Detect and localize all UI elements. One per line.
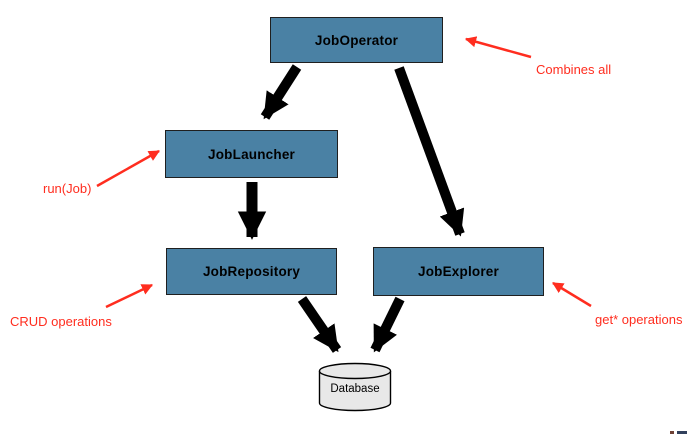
node-database: Database bbox=[318, 366, 392, 412]
node-jobexplorer: JobExplorer bbox=[373, 247, 544, 296]
arrow-combines-all-annotation bbox=[464, 36, 532, 59]
arrow-joboperator-to-jobexplorer bbox=[394, 66, 465, 237]
arrow-jobrepository-to-database bbox=[297, 296, 342, 353]
cropped-corner-mark-left bbox=[670, 431, 674, 434]
node-database-label: Database bbox=[330, 383, 380, 395]
arrow-crud-operations-annotation bbox=[105, 283, 154, 309]
node-joblauncher-label: JobLauncher bbox=[208, 146, 295, 162]
arrow-run-job-annotation bbox=[96, 149, 160, 188]
arrow-jobexplorer-to-database bbox=[370, 296, 405, 353]
node-joblauncher: JobLauncher bbox=[165, 130, 338, 178]
annotation-combines-all: Combines all bbox=[536, 62, 612, 77]
arrow-joboperator-to-joblauncher bbox=[260, 64, 302, 120]
node-jobexplorer-label: JobExplorer bbox=[418, 264, 499, 279]
cropped-corner-mark-right bbox=[677, 431, 687, 434]
annotation-crud-operations: CRUD operations bbox=[10, 314, 112, 329]
annotation-get-operations: get* operations bbox=[595, 312, 683, 327]
database-cylinder-icon bbox=[318, 362, 392, 412]
arrow-get-operations-annotation bbox=[552, 281, 592, 308]
cropped-corner-mark bbox=[670, 431, 687, 434]
node-jobrepository: JobRepository bbox=[166, 248, 337, 295]
node-joboperator: JobOperator bbox=[270, 17, 443, 63]
node-jobrepository-label: JobRepository bbox=[202, 264, 301, 279]
annotation-run-job: run(Job) bbox=[43, 181, 92, 196]
node-joboperator-label: JobOperator bbox=[314, 32, 399, 48]
